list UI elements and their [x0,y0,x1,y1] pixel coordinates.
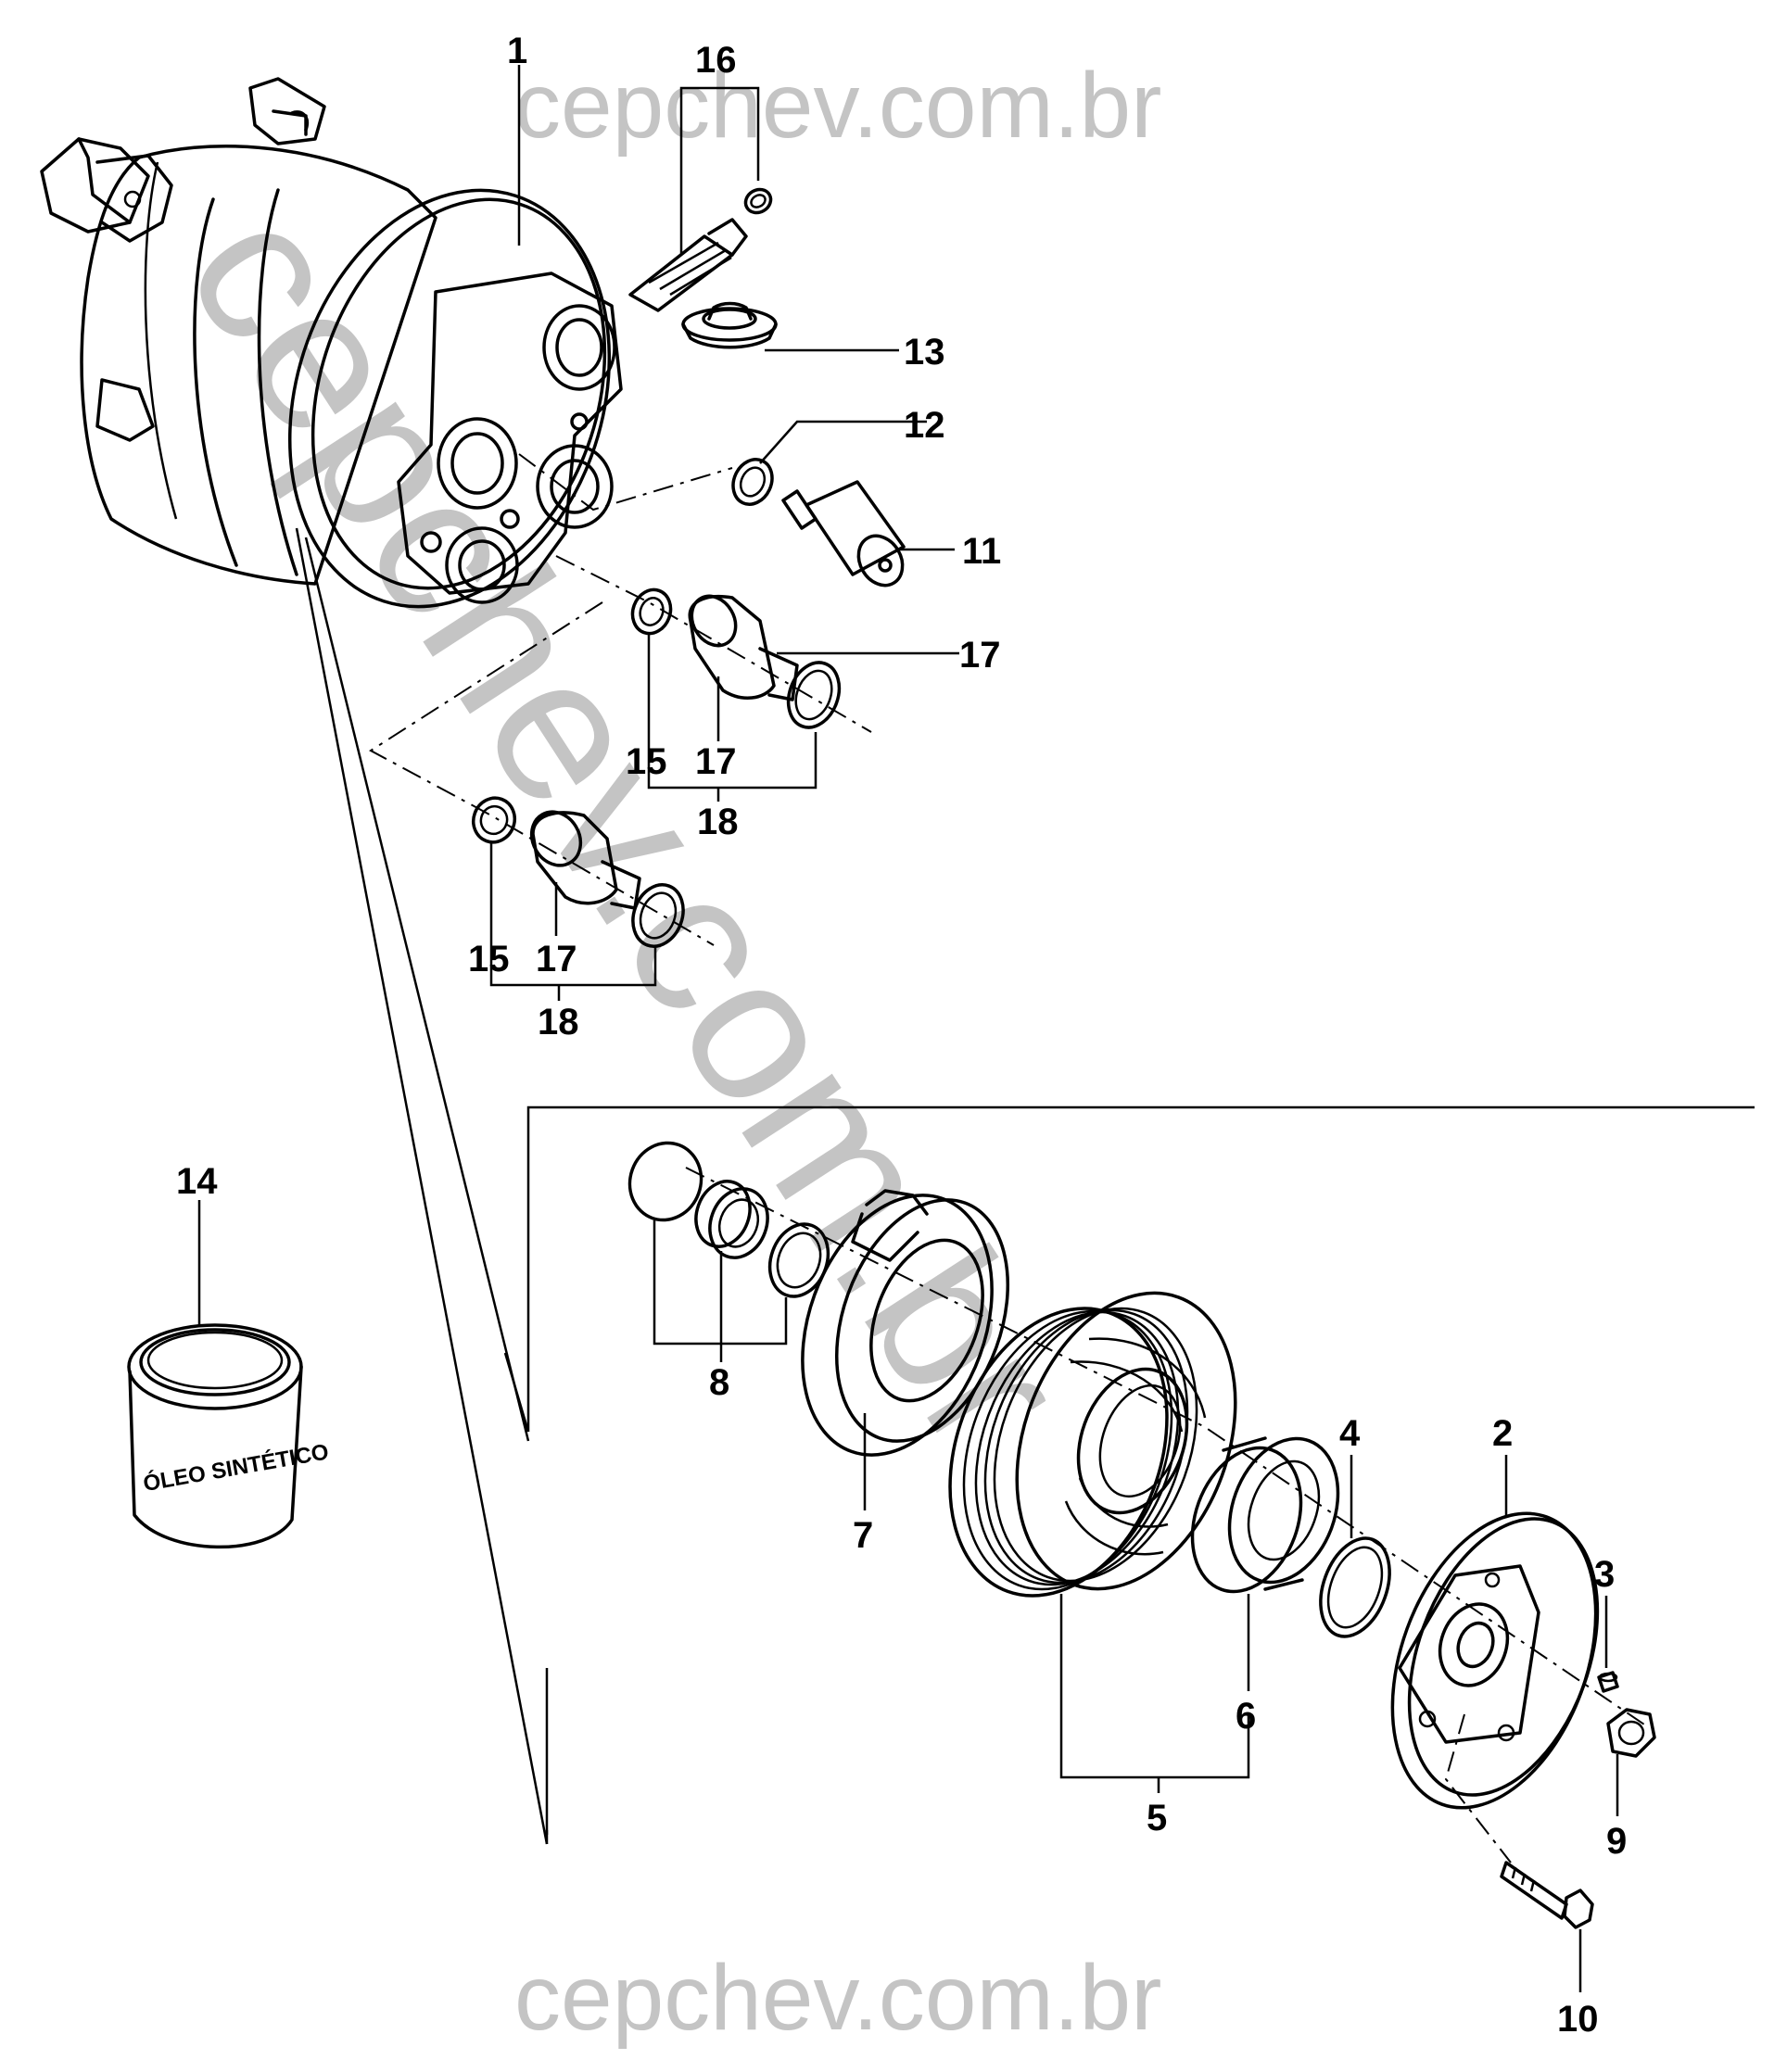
clutch-seal-group-8 [627,1141,830,1298]
armature-plate-2 [1390,1511,1600,1810]
callout-3: 3 [1594,1554,1615,1595]
o-ring-12 [731,458,774,506]
callout-12: 12 [904,405,945,446]
callout-1: 1 [507,31,527,71]
oil-can-14: ÓLEO SINTÉTICO [127,1323,331,1549]
callout-14: 14 [176,1161,218,1202]
nut-9 [1606,1708,1656,1758]
watermark-top: cepchev.com.br [514,54,1161,158]
callout-11: 11 [962,531,1001,572]
callout-15-lower: 15 [468,939,510,979]
callout-17-upper: 17 [695,741,737,782]
callout-9: 9 [1606,1821,1627,1862]
pressure-switch-11 [781,480,906,587]
callout-8: 8 [709,1362,729,1403]
shim-3 [1597,1671,1619,1693]
callout-7: 7 [853,1515,873,1556]
watermark-bottom: cepchev.com.br [514,1946,1161,2050]
watermark-diagonal: cepchev.com.br [145,169,1111,1487]
callout-5: 5 [1147,1798,1167,1838]
plug-13 [681,301,778,349]
fitting-group-lower [472,796,685,948]
callout-17-lower: 17 [536,939,577,979]
callout-17-right: 17 [959,635,1001,676]
callout-15-upper: 15 [626,741,667,782]
bolt-10 [1500,1861,1594,1929]
callout-6: 6 [1236,1696,1256,1737]
callout-2: 2 [1492,1413,1513,1454]
oil-can-label: ÓLEO SINTÉTICO [141,1438,330,1497]
pulley-5 [948,1291,1237,1598]
callout-16: 16 [695,40,737,81]
field-coil-7 [801,1189,1010,1457]
callout-4: 4 [1339,1413,1361,1454]
compressor-body [40,77,623,609]
service-valve-16 [628,187,773,312]
callout-10: 10 [1557,1999,1599,2040]
callout-13: 13 [904,332,945,373]
callout-18-lower: 18 [538,1002,579,1042]
bearing-6 [1190,1436,1340,1594]
callout-18-upper: 18 [697,802,739,842]
